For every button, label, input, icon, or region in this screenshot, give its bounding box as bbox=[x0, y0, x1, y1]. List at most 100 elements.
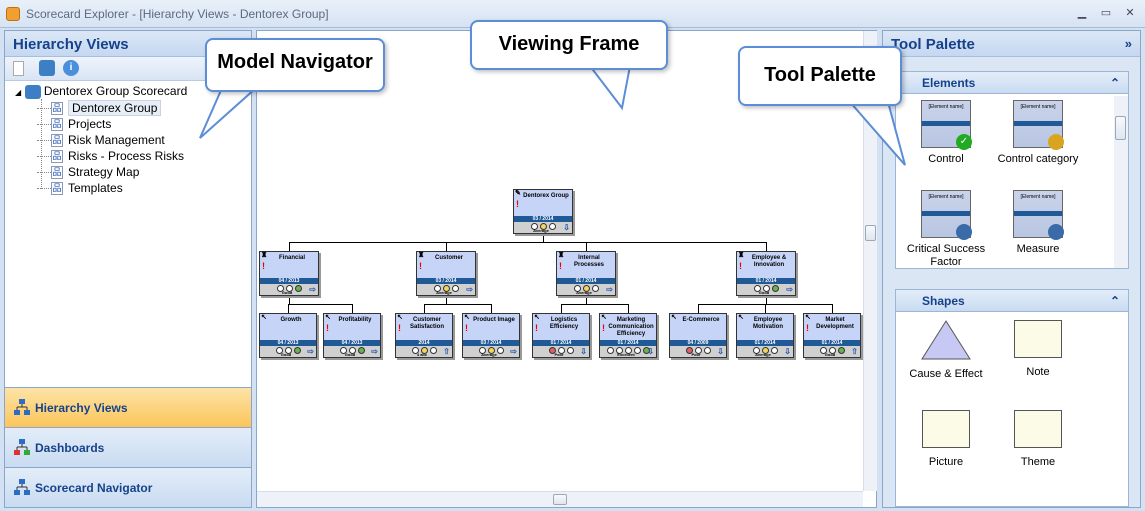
status-light-icon bbox=[633, 347, 641, 354]
node-period: 04 / 2009 bbox=[670, 340, 726, 346]
element-bar bbox=[922, 121, 970, 126]
window-title: Scorecard Explorer - [Hierarchy Views - … bbox=[26, 7, 329, 21]
trend-arrow-icon: ⇩ bbox=[784, 347, 791, 356]
node-name: Product Image bbox=[473, 317, 515, 323]
shape-picture[interactable]: Picture bbox=[896, 410, 996, 468]
connector-line bbox=[765, 304, 766, 313]
nav-scorecard-navigator[interactable]: Scorecard Navigator bbox=[5, 467, 251, 507]
status-light-icon bbox=[762, 285, 770, 292]
connector-line bbox=[288, 304, 353, 305]
elements-scrollbar[interactable] bbox=[1114, 96, 1128, 268]
info-icon[interactable]: i bbox=[63, 60, 79, 76]
callout-tail bbox=[199, 87, 259, 139]
shape-label: Note bbox=[1026, 366, 1050, 378]
elements-group-header[interactable]: Elements ⌃ bbox=[896, 72, 1128, 94]
status-light-icon bbox=[478, 347, 486, 354]
connector-line bbox=[543, 234, 544, 242]
element-critical-success-factor[interactable]: [Element name]Critical Success Factor bbox=[896, 190, 996, 269]
cursor-icon: ↖ bbox=[805, 314, 811, 321]
node-rating: Average bbox=[436, 290, 452, 295]
status-light-icon bbox=[276, 285, 284, 292]
note-shape-icon bbox=[1014, 320, 1062, 358]
connector-line bbox=[289, 242, 290, 251]
hierarchy-views-panel: Hierarchy Views i ◢ Dentorex Group Score… bbox=[4, 30, 252, 508]
element-control[interactable]: [Element name]✓Control bbox=[896, 100, 996, 166]
shapes-group-header[interactable]: Shapes⌃ bbox=[896, 290, 1128, 312]
collapse-panel-button[interactable]: » bbox=[1124, 36, 1132, 51]
connector-line bbox=[586, 296, 587, 304]
element-box-label: [Element name] bbox=[1020, 194, 1056, 200]
collapse-chevron-icon[interactable]: ⌃ bbox=[1109, 294, 1120, 308]
element-preview: [Element name] bbox=[1013, 100, 1064, 150]
cursor-icon: ↖ bbox=[261, 314, 267, 321]
node-period: 04 / 2013 bbox=[324, 340, 380, 346]
minimize-button[interactable]: ▁ bbox=[1077, 7, 1087, 19]
close-button[interactable]: ✕ bbox=[1125, 7, 1135, 19]
connector-line bbox=[628, 304, 629, 313]
vertical-scrollbar[interactable] bbox=[863, 31, 877, 491]
nav-label: Scorecard Navigator bbox=[35, 481, 153, 495]
scroll-thumb[interactable] bbox=[1115, 116, 1126, 140]
node-status: Average⇨ bbox=[417, 284, 475, 295]
tree-item-label: Risk Management bbox=[68, 133, 165, 147]
node-name: Internal Processes bbox=[573, 255, 605, 268]
node-name: Customer bbox=[434, 255, 463, 261]
hierarchy-icon: 品 bbox=[51, 102, 63, 116]
binoculars-icon: ♜ bbox=[558, 252, 565, 259]
tree-root-label: Dentorex Group Scorecard bbox=[43, 84, 188, 98]
shape-theme[interactable]: Theme bbox=[988, 410, 1088, 468]
tree-item-label: Templates bbox=[68, 181, 123, 195]
model-cube-icon[interactable] bbox=[39, 60, 55, 76]
node-period: 01 / 2014 bbox=[533, 340, 589, 346]
trend-arrow-icon: ⇨ bbox=[307, 347, 314, 356]
scroll-thumb[interactable] bbox=[865, 225, 876, 241]
collapse-chevron-icon[interactable]: ⌃ bbox=[1109, 76, 1120, 90]
tree-root[interactable]: ◢ Dentorex Group Scorecard bbox=[15, 84, 188, 99]
element-measure[interactable]: [Element name] Measure bbox=[988, 190, 1088, 256]
traffic-lights bbox=[737, 284, 795, 296]
connector-line bbox=[832, 304, 833, 313]
elements-title: Elements bbox=[922, 76, 976, 90]
shape-cause-effect[interactable]: Cause & Effect bbox=[896, 320, 996, 380]
status-light-icon bbox=[275, 347, 283, 354]
traffic-lights bbox=[737, 346, 793, 358]
callout-tool-palette: Tool Palette bbox=[738, 46, 902, 106]
tool-palette-panel: Tool Palette» Elements⌃ [Element name]✓C… bbox=[882, 30, 1141, 508]
nav-hierarchy-views[interactable]: Hierarchy Views bbox=[5, 387, 251, 427]
status-light-icon bbox=[582, 285, 590, 292]
horizontal-scrollbar[interactable] bbox=[257, 491, 863, 507]
connector-line bbox=[288, 304, 289, 313]
nav-dashboards[interactable]: Dashboards bbox=[5, 427, 251, 467]
trend-arrow-icon: ⇩ bbox=[647, 347, 654, 356]
status-light-icon bbox=[285, 285, 293, 292]
element-label: Measure bbox=[1016, 243, 1060, 255]
element-control-category[interactable]: [Element name]Control category bbox=[988, 100, 1088, 166]
scroll-thumb[interactable] bbox=[553, 494, 567, 505]
alert-icon: ! bbox=[419, 261, 422, 271]
shape-note[interactable]: Note bbox=[988, 320, 1088, 378]
status-light-icon bbox=[694, 347, 702, 354]
maximize-button[interactable]: ▭ bbox=[1100, 7, 1112, 19]
new-document-icon[interactable] bbox=[13, 61, 24, 76]
